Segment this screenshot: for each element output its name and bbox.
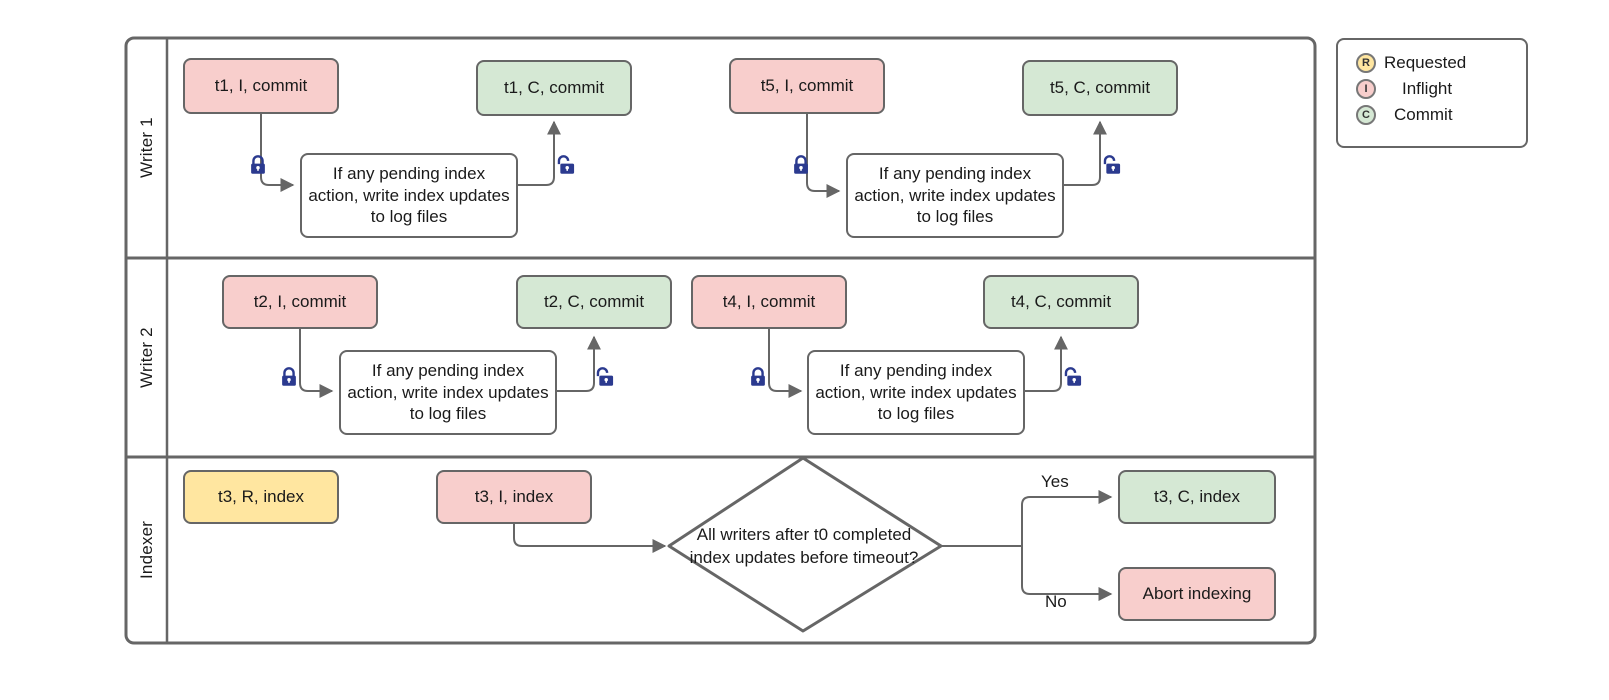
lock-open-icon xyxy=(592,366,614,388)
note-w1-index-updates-2[interactable]: If any pending index action, write index… xyxy=(846,153,1064,238)
lock-open-icon xyxy=(553,154,575,176)
node-w1-t1-commit[interactable]: t1, C, commit xyxy=(476,60,632,116)
indexer-connectors xyxy=(513,490,1113,601)
node-w2-t4-inflight[interactable]: t4, I, commit xyxy=(691,275,847,329)
w2-g1-connectors xyxy=(299,329,601,398)
legend-label-requested: Requested xyxy=(1384,53,1467,72)
node-w1-t1-inflight[interactable]: t1, I, commit xyxy=(183,58,339,114)
w1-g2-connectors xyxy=(806,114,1107,198)
node-indexer-t3-commit[interactable]: t3, C, index xyxy=(1118,470,1276,524)
node-w1-t5-inflight[interactable]: t5, I, commit xyxy=(729,58,885,114)
legend-dot-inflight-icon: I xyxy=(1356,79,1376,99)
legend-item-commit: C Commit xyxy=(1356,102,1516,128)
w1-g1-connectors xyxy=(260,114,561,192)
node-indexer-t3-requested[interactable]: t3, R, index xyxy=(183,470,339,524)
legend-dot-requested-icon: R xyxy=(1356,53,1376,73)
lock-closed-icon xyxy=(747,366,769,388)
w2-g2-connectors xyxy=(768,329,1068,398)
node-w2-t2-commit[interactable]: t2, C, commit xyxy=(516,275,672,329)
node-w2-t2-inflight[interactable]: t2, I, commit xyxy=(222,275,378,329)
edge-label-yes: Yes xyxy=(1041,472,1069,491)
node-indexer-abort[interactable]: Abort indexing xyxy=(1118,567,1276,621)
lock-closed-icon xyxy=(278,366,300,388)
lane-label-writer-2: Writer 2 xyxy=(137,327,156,388)
lane-label-writer-1: Writer 1 xyxy=(137,117,156,179)
note-w2-index-updates-1[interactable]: If any pending index action, write index… xyxy=(339,350,557,435)
legend-label-inflight: Inflight xyxy=(1402,79,1453,98)
legend-dot-commit-icon: C xyxy=(1356,105,1376,125)
decision-text: All writers after t0 completed index upd… xyxy=(689,525,919,567)
node-w1-t5-commit[interactable]: t5, C, commit xyxy=(1022,60,1178,116)
decision-diamond xyxy=(667,456,943,633)
legend-label-commit: Commit xyxy=(1394,105,1453,124)
lock-closed-icon xyxy=(790,154,812,176)
legend-item-inflight: I Inflight xyxy=(1356,76,1516,102)
lock-open-icon xyxy=(1099,154,1121,176)
note-w1-index-updates-1[interactable]: If any pending index action, write index… xyxy=(300,153,518,238)
lane-label-indexer: Indexer xyxy=(137,520,156,580)
legend-box: R Requested I Inflight C Commit xyxy=(1336,38,1528,148)
lock-closed-icon xyxy=(247,154,269,176)
node-indexer-t3-inflight[interactable]: t3, I, index xyxy=(436,470,592,524)
node-w2-t4-commit[interactable]: t4, C, commit xyxy=(983,275,1139,329)
lock-open-icon xyxy=(1060,366,1082,388)
note-w2-index-updates-2[interactable]: If any pending index action, write index… xyxy=(807,350,1025,435)
decision-diamond-text: All writers after t0 completed index upd… xyxy=(688,505,920,589)
legend-item-requested: R Requested xyxy=(1356,50,1516,76)
edge-label-no: No xyxy=(1045,592,1067,611)
